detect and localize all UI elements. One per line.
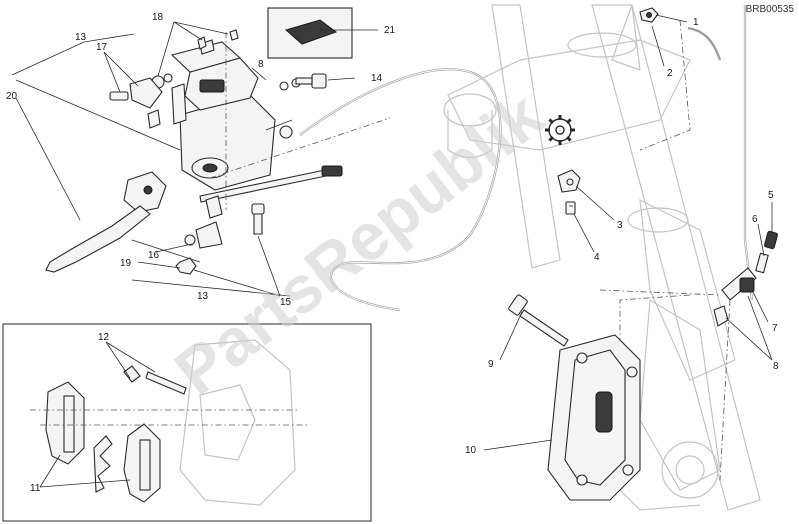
callout-12: 12 <box>98 332 110 343</box>
gear-service-icon <box>545 115 575 145</box>
brake-pads-inset <box>2 323 372 522</box>
callout-4: 4 <box>594 252 600 263</box>
callout-20: 20 <box>6 91 18 102</box>
callout-1: 1 <box>693 17 699 28</box>
caliper-bolt <box>508 294 569 347</box>
hose-clamp <box>557 169 581 215</box>
callout-5: 5 <box>768 190 774 201</box>
drawing-code: BRB00535 <box>746 4 795 15</box>
callout-16: 16 <box>148 250 160 261</box>
callout-7: 7 <box>772 323 778 334</box>
lever-hardware <box>175 165 343 275</box>
callout-18: 18 <box>152 12 164 23</box>
callout-6: 6 <box>752 214 758 225</box>
master-cylinder-screws <box>151 29 301 91</box>
callout-14: 14 <box>371 73 383 84</box>
brake-caliper <box>547 334 641 501</box>
callout-9: 9 <box>488 359 494 370</box>
callout-10: 10 <box>465 445 477 456</box>
front-brake-master-cylinder <box>171 57 276 191</box>
callout-11: 11 <box>30 483 41 494</box>
bleed-valve-parts <box>713 230 778 327</box>
callout-21: 21 <box>384 25 396 36</box>
alignment-lines <box>30 19 731 481</box>
brake-lever <box>45 171 167 273</box>
callout-8-fork: 8 <box>773 361 779 372</box>
callout-17: 17 <box>96 42 108 53</box>
callout-labels: 1 2 3 4 5 6 7 8 8 9 10 11 12 13 13 14 15… <box>6 12 779 494</box>
callout-19: 19 <box>120 258 132 269</box>
callout-3: 3 <box>617 220 623 231</box>
callout-13-bottom: 13 <box>197 291 209 302</box>
callout-15: 15 <box>280 297 292 308</box>
callout-13-top: 13 <box>75 32 87 43</box>
callout-8-master: 8 <box>258 59 264 70</box>
hose-guide-clip <box>639 7 659 23</box>
callout-2: 2 <box>667 68 673 79</box>
leader-lines <box>11 14 773 488</box>
reservoir-cap-detail <box>267 7 353 59</box>
banjo-bolt <box>265 73 327 139</box>
